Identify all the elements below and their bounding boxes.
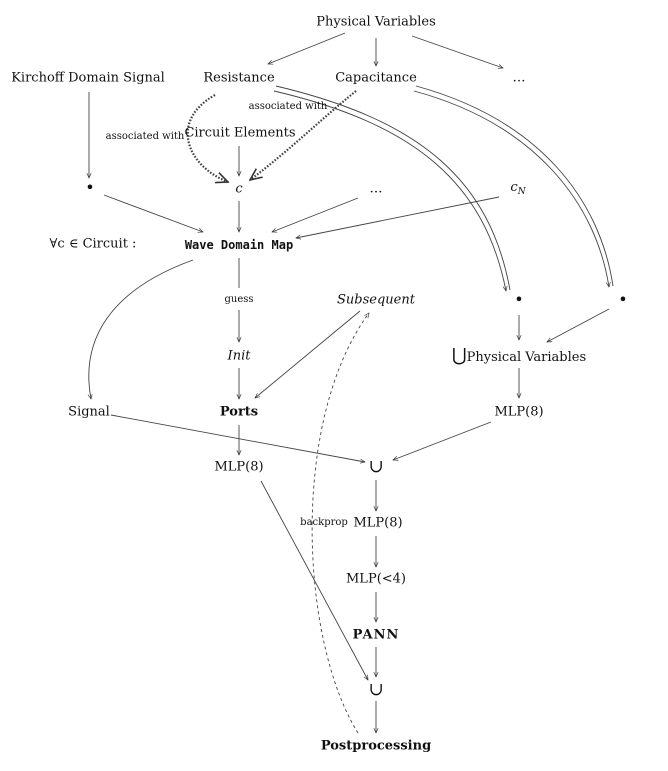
union-physical-symbol: ⋃ xyxy=(451,345,467,366)
edge-signal-union xyxy=(110,414,365,462)
edge-mlpright-union xyxy=(393,421,492,460)
node-forall-circuit: ∀c ∈ Circuit : xyxy=(49,236,137,252)
node-capacitance: Capacitance xyxy=(335,70,417,86)
label-backprop: backprop xyxy=(300,517,348,528)
node-mlp-left: MLP(8) xyxy=(214,459,264,475)
node-wave-domain-map: Wave Domain Map xyxy=(184,238,294,252)
node-dots-top: … xyxy=(512,70,526,86)
node-mlp-lt4: MLP(<4) xyxy=(346,571,406,587)
node-c: c xyxy=(235,181,243,197)
node-bullet-right: • xyxy=(618,290,628,309)
edge-resistance-bulletmid-a xyxy=(275,85,511,291)
label-guess: guess xyxy=(224,294,254,305)
edge-dots-wave xyxy=(272,197,359,232)
node-subsequent: Subsequent xyxy=(337,292,415,308)
label-associated-with-left: associated with xyxy=(105,131,185,142)
edge-subsequent-ports xyxy=(255,310,361,398)
edge-wave-signal xyxy=(89,259,194,399)
edge-resistance-bulletmid-b xyxy=(273,90,506,291)
label-associated-with-right: associated with xyxy=(248,101,328,112)
node-signal: Signal xyxy=(68,404,110,420)
edge-bulletright-unionphys xyxy=(547,308,610,343)
node-bullet-mid: • xyxy=(514,290,524,309)
edge-cN-wave xyxy=(296,196,500,238)
node-resistance: Resistance xyxy=(203,70,275,86)
node-mlp-right: MLP(8) xyxy=(494,404,544,420)
edge-capacitance-bulletright-b xyxy=(413,90,609,287)
edge-backprop-dashed xyxy=(311,313,369,734)
node-mlp-center: MLP(8) xyxy=(353,515,403,531)
edge-physvars-resistance xyxy=(268,32,346,64)
node-init: Init xyxy=(227,348,251,364)
edge-mlpleft-unionbottom xyxy=(260,480,369,680)
node-postprocessing: Postprocessing xyxy=(320,738,432,754)
edge-resistance-c-squiggle xyxy=(186,94,228,182)
node-union-bottom: ∪ xyxy=(368,679,384,700)
node-dots-mid: … xyxy=(369,181,383,197)
node-circuit-elements: Circuit Elements xyxy=(184,125,296,141)
node-bullet-left: • xyxy=(85,178,95,197)
node-c-n: cN xyxy=(510,181,525,197)
edge-physvars-dots xyxy=(411,35,503,68)
node-union-center: ∪ xyxy=(368,456,384,477)
node-kirchoff-domain-signal: Kirchoff Domain Signal xyxy=(11,70,165,86)
node-ports: Ports xyxy=(219,404,259,420)
edge-capacitance-c-squiggle xyxy=(250,90,357,180)
node-c-n-base: c xyxy=(510,180,518,195)
node-c-n-sub: N xyxy=(517,187,526,197)
node-physical-variables: Physical Variables xyxy=(316,14,436,30)
union-physical-text: Physical Variables xyxy=(466,350,587,365)
edge-bullet-wave xyxy=(103,194,203,232)
edge-capacitance-bulletright-a xyxy=(415,85,614,287)
node-union-physical-variables: ⋃Physical Variables xyxy=(452,347,586,365)
node-pann: PANN xyxy=(352,627,400,643)
